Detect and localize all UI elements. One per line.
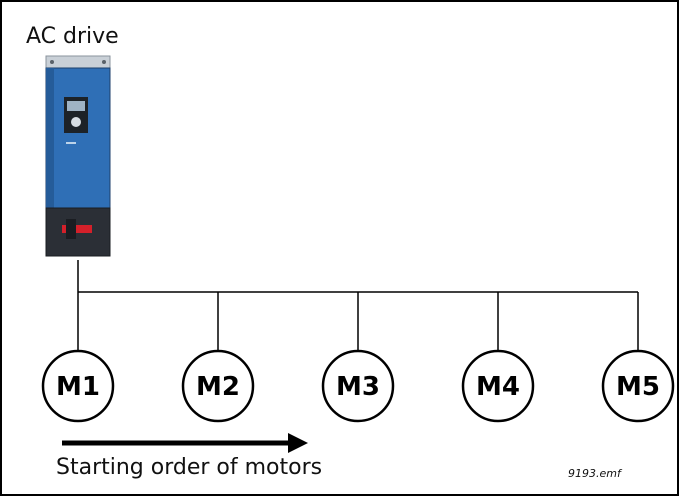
motor-m2: M2 bbox=[181, 349, 255, 423]
motor-label: M2 bbox=[196, 372, 240, 402]
motor-m5: M5 bbox=[601, 349, 675, 423]
motor-m1: M1 bbox=[41, 349, 115, 423]
motor-label: M1 bbox=[56, 372, 100, 402]
motor-label: M3 bbox=[336, 372, 380, 402]
motors: M1 M2 M3 M4 M5 bbox=[41, 349, 675, 423]
motor-label: M4 bbox=[476, 372, 520, 402]
diagram-title: AC drive bbox=[26, 24, 119, 49]
motor-label: M5 bbox=[616, 372, 660, 402]
motor-m3: M3 bbox=[321, 349, 395, 423]
order-arrow bbox=[62, 433, 308, 453]
wiring bbox=[77, 260, 639, 350]
file-reference: 9193.emf bbox=[568, 467, 621, 480]
arrow-caption: Starting order of motors bbox=[56, 455, 323, 480]
ac-drive-illustration bbox=[45, 55, 111, 257]
motor-m4: M4 bbox=[461, 349, 535, 423]
